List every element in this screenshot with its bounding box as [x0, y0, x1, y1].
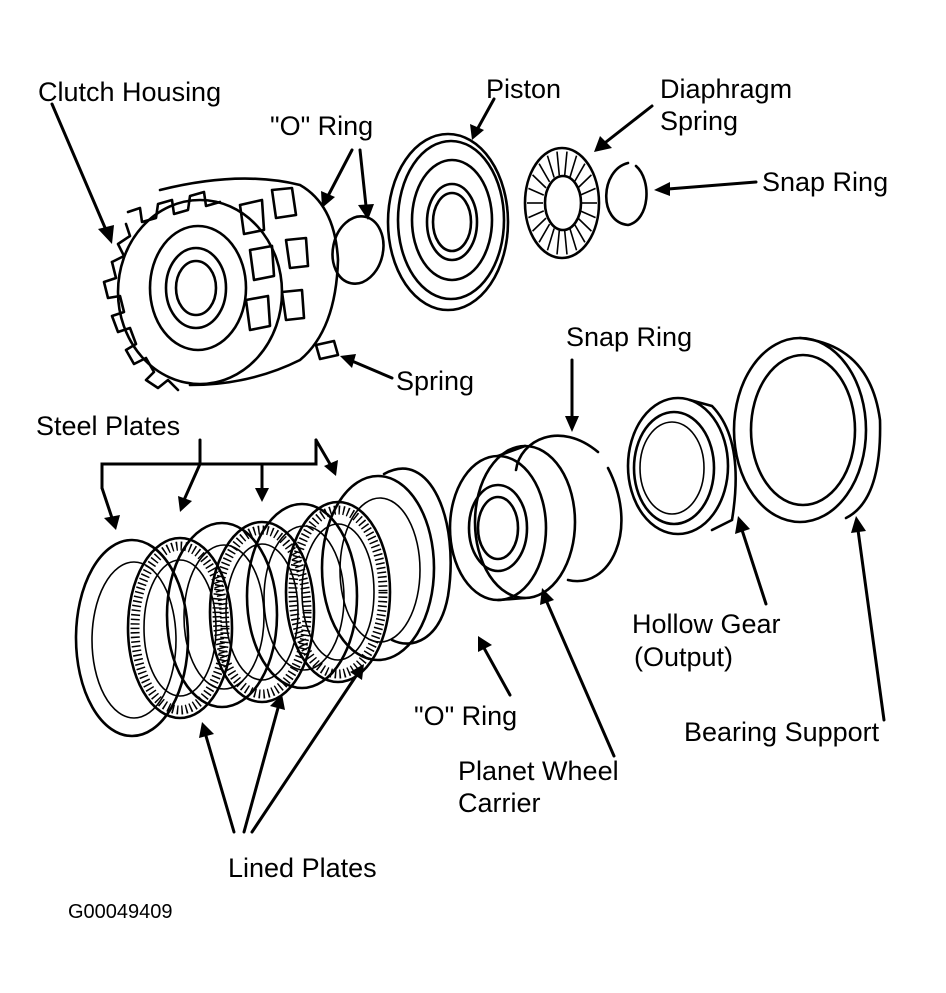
spring-finger — [579, 187, 596, 196]
spring-finger — [569, 155, 578, 178]
label-hollow-gear-line1: Hollow Gear — [632, 609, 781, 639]
snap-ring-top-part — [605, 161, 648, 227]
spring-finger — [532, 174, 547, 189]
spring-finger — [563, 151, 568, 176]
steel-plate — [245, 502, 359, 690]
piston-part — [386, 132, 510, 312]
spring-finger — [528, 187, 545, 196]
spring-finger — [563, 230, 568, 255]
snap-ring-mid-part — [514, 434, 623, 583]
spring-finger — [528, 210, 545, 219]
spring-finger — [532, 217, 547, 232]
label-spring: Spring — [396, 366, 474, 396]
label-hollow-gear-line2: (Output) — [634, 642, 733, 672]
spring-finger — [546, 228, 555, 251]
steel-plate — [165, 521, 279, 709]
spring-finger — [577, 174, 592, 189]
lined-plate — [284, 500, 392, 684]
spring-finger — [546, 155, 555, 178]
label-piston: Piston — [486, 74, 561, 104]
spring-finger — [579, 210, 596, 219]
spring-finger — [538, 223, 551, 243]
spring-finger — [556, 151, 561, 176]
label-snap-ring-top: Snap Ring — [762, 167, 888, 197]
label-diaphragm-spring-line2: Spring — [660, 106, 738, 136]
clutch-plates-stack — [74, 474, 436, 738]
bearing-support-part — [732, 336, 882, 524]
label-diaphragm-spring-line1: Diaphragm — [660, 74, 792, 104]
label-planet-carrier-line1: Planet Wheel — [458, 756, 619, 786]
label-o-ring-bottom: "O" Ring — [414, 701, 517, 731]
label-snap-ring-mid: Snap Ring — [566, 322, 692, 352]
label-clutch-housing: Clutch Housing — [38, 77, 221, 107]
clutch-housing-part — [102, 177, 340, 392]
figure-code: G00049409 — [68, 901, 173, 923]
leader-lines — [50, 97, 886, 834]
spring-finger — [573, 223, 586, 243]
spring-finger — [556, 230, 561, 255]
label-lined-plates: Lined Plates — [228, 853, 377, 883]
label-bearing-support: Bearing Support — [684, 717, 880, 747]
label-steel-plates: Steel Plates — [36, 411, 180, 441]
label-o-ring-top: "O" Ring — [270, 111, 373, 141]
diaphragm-spring-fingers — [527, 151, 597, 255]
spring-finger — [573, 163, 586, 183]
spring-finger — [538, 163, 551, 183]
lined-plate — [126, 536, 234, 720]
spring-part — [314, 339, 340, 361]
hollow-gear-part — [626, 396, 737, 536]
label-planet-carrier-line2: Carrier — [458, 788, 541, 818]
o-ring-bottom-part — [382, 467, 452, 645]
spring-finger — [569, 228, 578, 251]
spring-finger — [577, 217, 592, 232]
o-ring-top-part — [331, 215, 385, 285]
diaphragm-spring-part — [523, 146, 601, 260]
planet-wheel-carrier-part — [448, 444, 577, 602]
steel-plate — [74, 538, 190, 738]
